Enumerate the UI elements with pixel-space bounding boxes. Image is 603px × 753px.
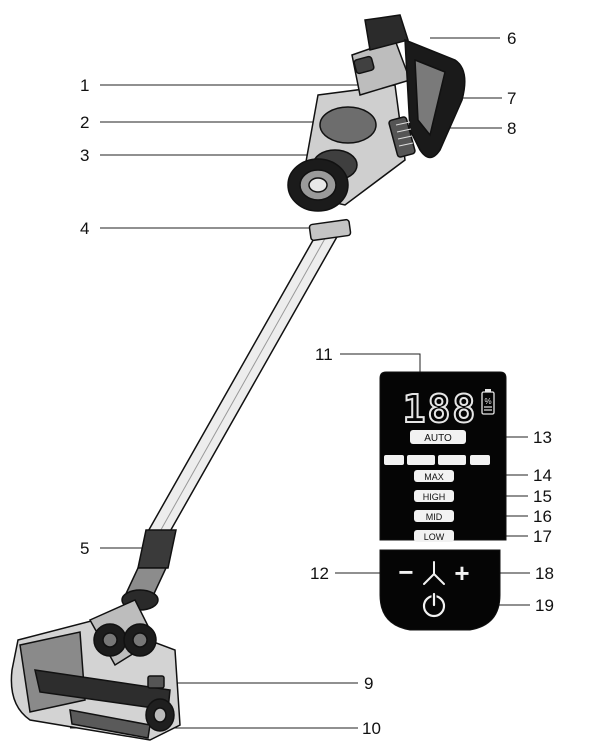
leader-line-11: [340, 353, 421, 375]
callout-12: 12: [310, 564, 329, 583]
mode-max-indicator: [414, 470, 454, 482]
mode-auto-indicator: [410, 430, 466, 444]
cyclone-ring: [319, 106, 377, 144]
callout-10: 10: [362, 719, 381, 738]
vacuum-illustration: [10, 14, 466, 741]
callout-4: 4: [80, 219, 89, 238]
mode-max-label: MAX: [424, 472, 444, 482]
handle-grip-inner: [414, 58, 446, 137]
decrease-power-button[interactable]: −: [398, 557, 413, 587]
power-bar-segment: [470, 455, 490, 465]
rear-exhaust: [364, 14, 409, 51]
power-bar-segment: [384, 455, 404, 465]
callout-17: 17: [533, 527, 552, 546]
right-wheel-hub: [132, 632, 148, 648]
left-wheel-hub: [102, 632, 118, 648]
callout-15: 15: [533, 487, 552, 506]
brush-release-latch: [147, 675, 165, 689]
tube-release-collar: [137, 529, 177, 569]
callout-1: 1: [80, 76, 89, 95]
control-panel: − +: [379, 549, 501, 631]
control-panel-body: [379, 549, 501, 631]
lcd-display-panel: 188 % AUTO MAX HIGH MID LOW: [379, 371, 507, 542]
mode-high-label: HIGH: [423, 492, 446, 502]
callout-numbers: 1 2 3 4 5 6 7 8 9 10 11 12 13 14 15 16 1…: [80, 29, 554, 738]
tube-connector: [308, 218, 352, 242]
increase-power-button[interactable]: +: [454, 558, 469, 588]
callout-2: 2: [80, 113, 89, 132]
mode-high-indicator: [414, 490, 454, 502]
tube-highlight: [157, 234, 328, 536]
callout-3: 3: [80, 146, 89, 165]
callout-9: 9: [364, 674, 373, 693]
callout-13: 13: [533, 428, 552, 447]
power-bar-segment: [438, 455, 466, 465]
dust-bin-center: [308, 177, 328, 193]
power-trigger: [388, 116, 416, 158]
callout-19: 19: [535, 596, 554, 615]
callout-14: 14: [533, 466, 552, 485]
callout-8: 8: [507, 119, 516, 138]
brushroll-end-cap-center: [153, 707, 167, 723]
callout-7: 7: [507, 89, 516, 108]
trigger-ridges: [395, 121, 414, 147]
lcd-digits: 188: [403, 387, 478, 431]
callout-16: 16: [533, 507, 552, 526]
mode-mid-indicator: [414, 510, 454, 522]
mode-mid-label: MID: [426, 512, 443, 522]
power-level-bars: [384, 455, 490, 465]
mode-low-indicator: [414, 530, 454, 542]
callout-5: 5: [80, 539, 89, 558]
mode-low-label: LOW: [424, 532, 445, 542]
filter-cap: [353, 55, 375, 75]
mode-auto-label: AUTO: [424, 433, 452, 444]
callout-18: 18: [535, 564, 554, 583]
battery-icon: [481, 389, 495, 415]
power-button[interactable]: [422, 592, 446, 618]
power-bar-segment: [407, 455, 435, 465]
callout-11: 11: [315, 345, 333, 364]
battery-percent-sign: %: [484, 397, 491, 406]
callout-6: 6: [507, 29, 516, 48]
fan-mode-icon: [423, 561, 445, 585]
brush-head-bumper: [69, 709, 151, 739]
